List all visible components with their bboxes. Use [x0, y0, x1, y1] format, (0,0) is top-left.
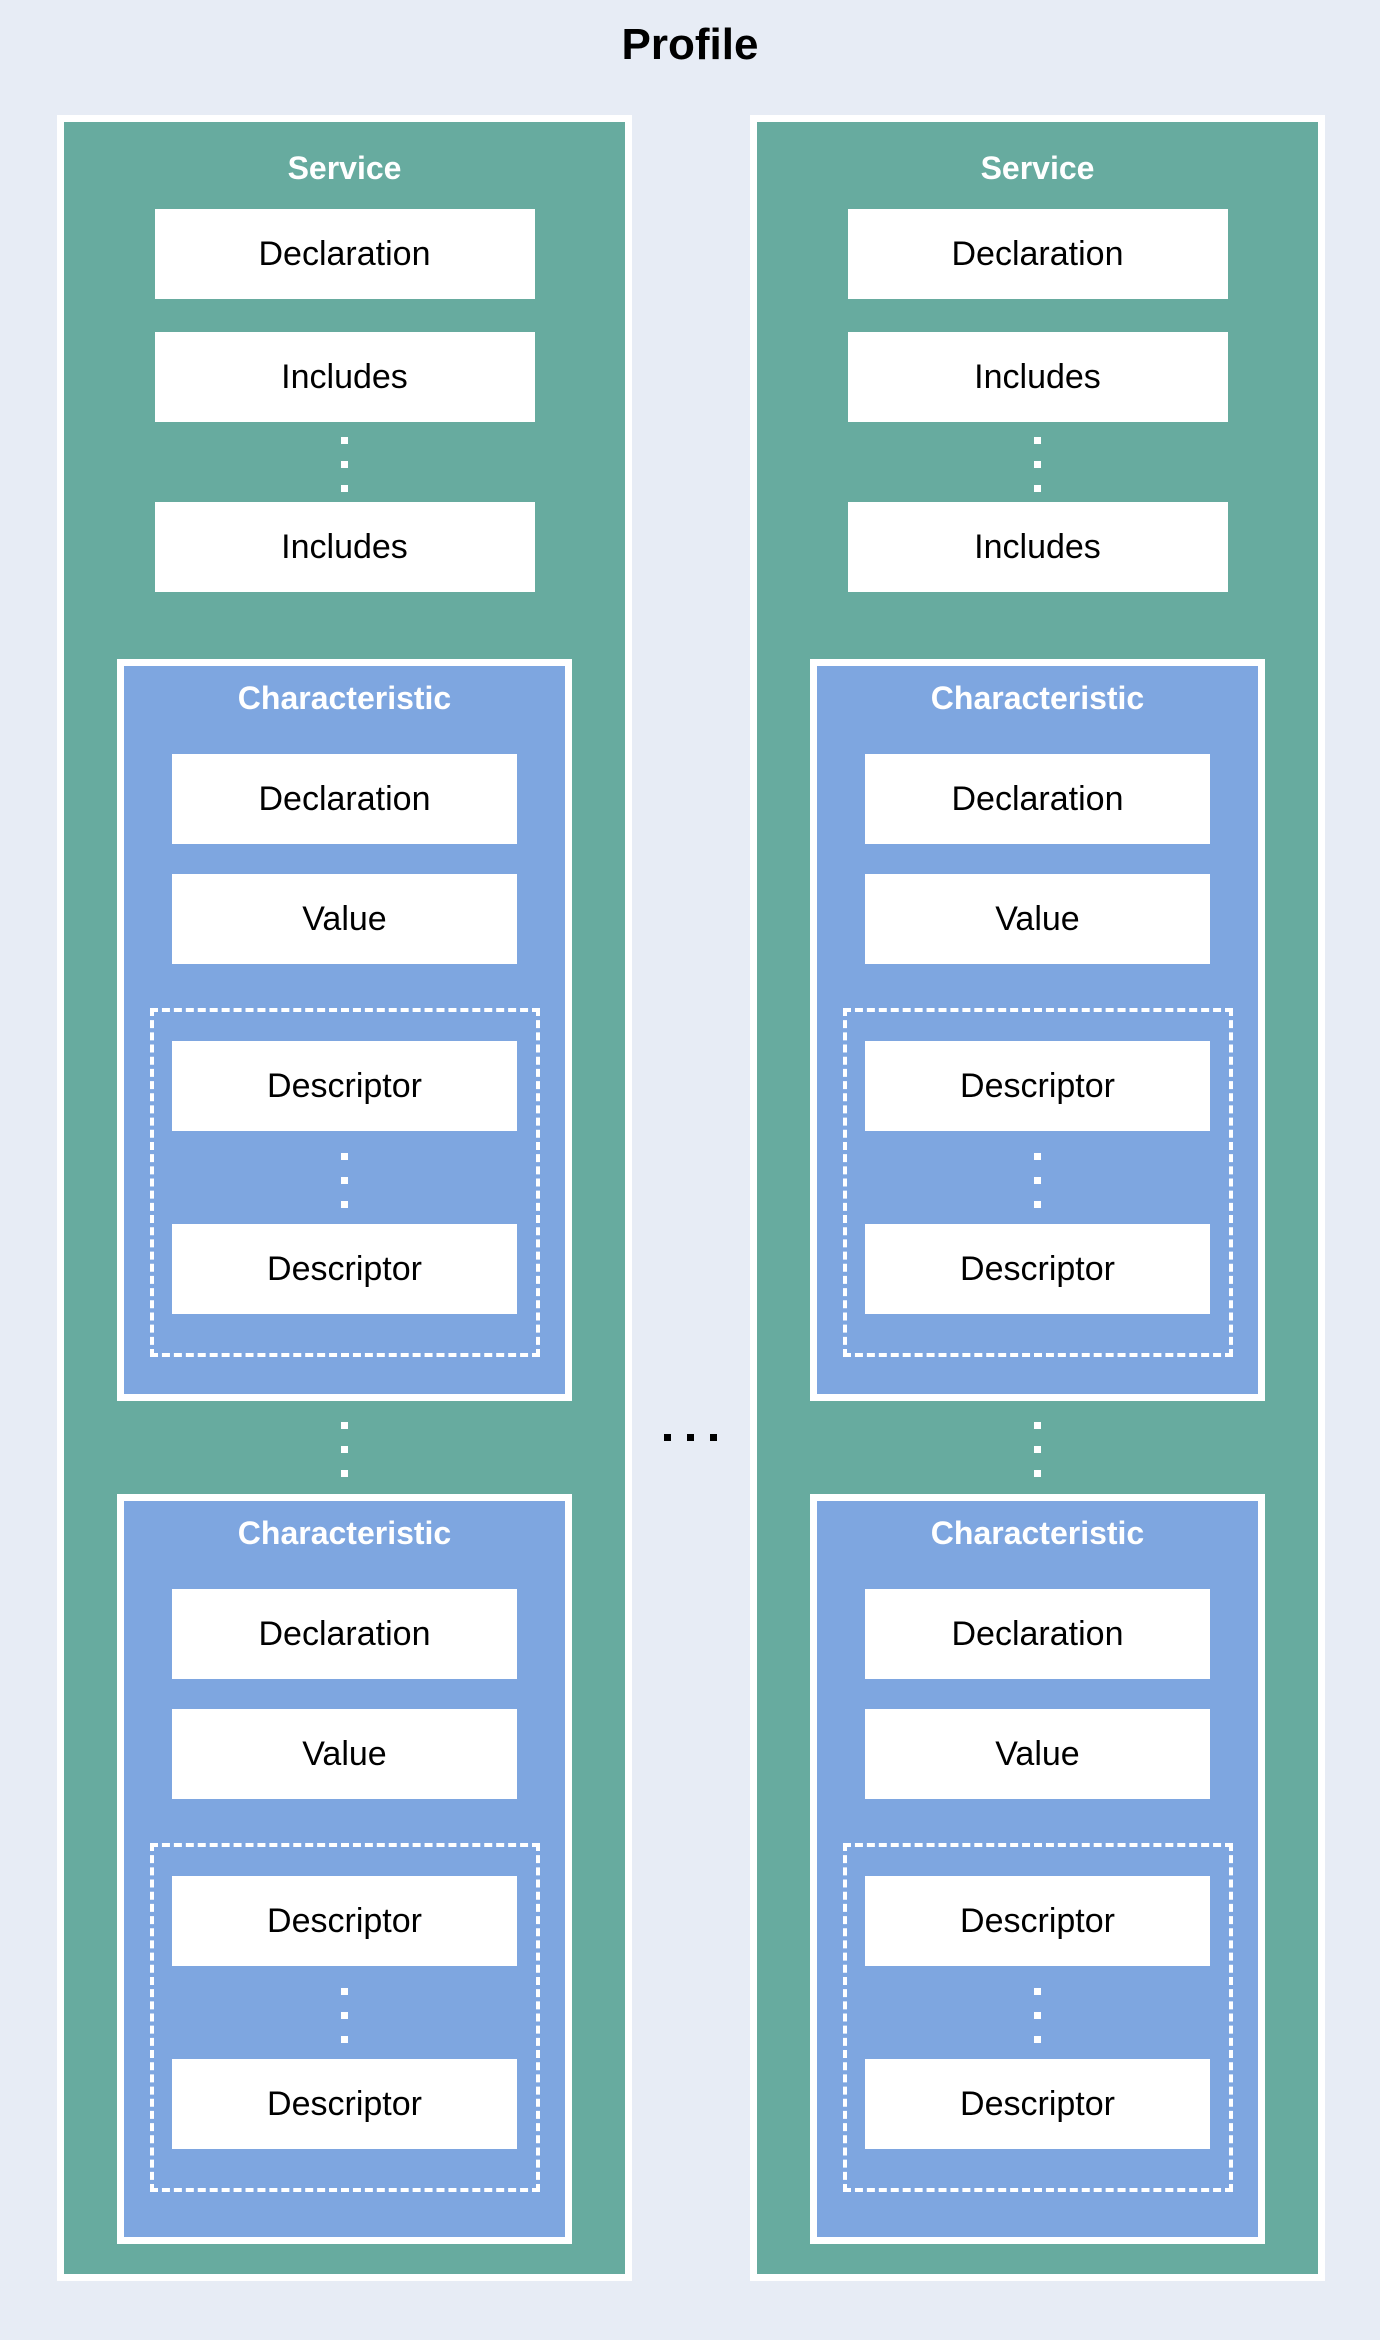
descriptor-group: Descriptor Descriptor [842, 1008, 1233, 1357]
descriptor-box: Descriptor [172, 1876, 517, 1966]
service-declaration-box: Declaration [847, 209, 1228, 299]
characteristic-declaration-box: Declaration [172, 1589, 517, 1679]
descriptor-box: Descriptor [172, 1041, 517, 1131]
characteristic-value-box: Value [865, 1709, 1210, 1799]
service-box: Service Declaration Includes Includes Ch… [57, 115, 632, 2281]
characteristic-box: Characteristic Declaration Value Descrip… [117, 1494, 572, 2244]
service-title: Service [980, 150, 1095, 186]
vertical-ellipsis [154, 1988, 536, 2043]
ellipsis-dot [664, 1434, 671, 1441]
ellipsis-dot [341, 437, 348, 444]
characteristic-title: Characteristic [237, 1515, 452, 1551]
descriptor-group: Descriptor Descriptor [149, 1843, 540, 2192]
ellipsis-dot [1034, 437, 1041, 444]
ellipsis-dot [710, 1434, 717, 1441]
ellipsis-dot [341, 1470, 348, 1477]
descriptor-box: Descriptor [865, 2059, 1210, 2149]
characteristic-declaration-box: Declaration [865, 754, 1210, 844]
page-title: Profile [621, 20, 759, 69]
characteristic-title: Characteristic [930, 1515, 1145, 1551]
ellipsis-dot [687, 1434, 694, 1441]
descriptor-group: Descriptor Descriptor [842, 1843, 1233, 2192]
ellipsis-dot [341, 1988, 348, 1995]
descriptor-box: Descriptor [172, 1224, 517, 1314]
descriptor-box: Descriptor [865, 1224, 1210, 1314]
service-declaration-box: Declaration [154, 209, 535, 299]
ellipsis-dot [1034, 2012, 1041, 2019]
descriptor-box: Descriptor [865, 1876, 1210, 1966]
ellipsis-dot [1034, 2036, 1041, 2043]
vertical-ellipsis [847, 1153, 1229, 1208]
ellipsis-dot [341, 1446, 348, 1453]
vertical-ellipsis [757, 1422, 1318, 1477]
characteristic-value-box: Value [172, 874, 517, 964]
ellipsis-dot [341, 2012, 348, 2019]
vertical-ellipsis [64, 437, 625, 492]
ellipsis-dot [1034, 1988, 1041, 1995]
ellipsis-dot [341, 1422, 348, 1429]
ellipsis-dot [341, 1201, 348, 1208]
includes-box: Includes [847, 502, 1228, 592]
services-row: Service Declaration Includes Includes Ch… [57, 115, 1325, 2281]
ellipsis-dot [341, 1153, 348, 1160]
vertical-ellipsis [154, 1153, 536, 1208]
ellipsis-dot [1034, 1470, 1041, 1477]
characteristic-box: Characteristic Declaration Value Descrip… [810, 659, 1265, 1401]
ellipsis-dot [1034, 1446, 1041, 1453]
ellipsis-dot [341, 485, 348, 492]
descriptor-box: Descriptor [172, 2059, 517, 2149]
characteristic-declaration-box: Declaration [172, 754, 517, 844]
characteristic-title: Characteristic [930, 680, 1145, 716]
characteristic-title: Characteristic [237, 680, 452, 716]
ellipsis-dot [1034, 1177, 1041, 1184]
vertical-ellipsis [847, 1988, 1229, 2043]
vertical-ellipsis [64, 1422, 625, 1477]
ellipsis-dot [341, 461, 348, 468]
ellipsis-dot [1034, 1422, 1041, 1429]
horizontal-ellipsis [632, 1434, 749, 1441]
includes-box: Includes [154, 502, 535, 592]
includes-box: Includes [847, 332, 1228, 422]
ellipsis-dot [1034, 1153, 1041, 1160]
vertical-ellipsis [757, 437, 1318, 492]
ellipsis-dot [1034, 485, 1041, 492]
service-title: Service [287, 150, 402, 186]
ellipsis-dot [341, 1177, 348, 1184]
descriptor-box: Descriptor [865, 1041, 1210, 1131]
ellipsis-dot [1034, 1201, 1041, 1208]
characteristic-declaration-box: Declaration [865, 1589, 1210, 1679]
ellipsis-dot [341, 2036, 348, 2043]
characteristic-value-box: Value [172, 1709, 517, 1799]
descriptor-group: Descriptor Descriptor [149, 1008, 540, 1357]
ellipsis-dot [1034, 461, 1041, 468]
service-box: Service Declaration Includes Includes Ch… [750, 115, 1325, 2281]
characteristic-box: Characteristic Declaration Value Descrip… [810, 1494, 1265, 2244]
includes-box: Includes [154, 332, 535, 422]
characteristic-value-box: Value [865, 874, 1210, 964]
characteristic-box: Characteristic Declaration Value Descrip… [117, 659, 572, 1401]
